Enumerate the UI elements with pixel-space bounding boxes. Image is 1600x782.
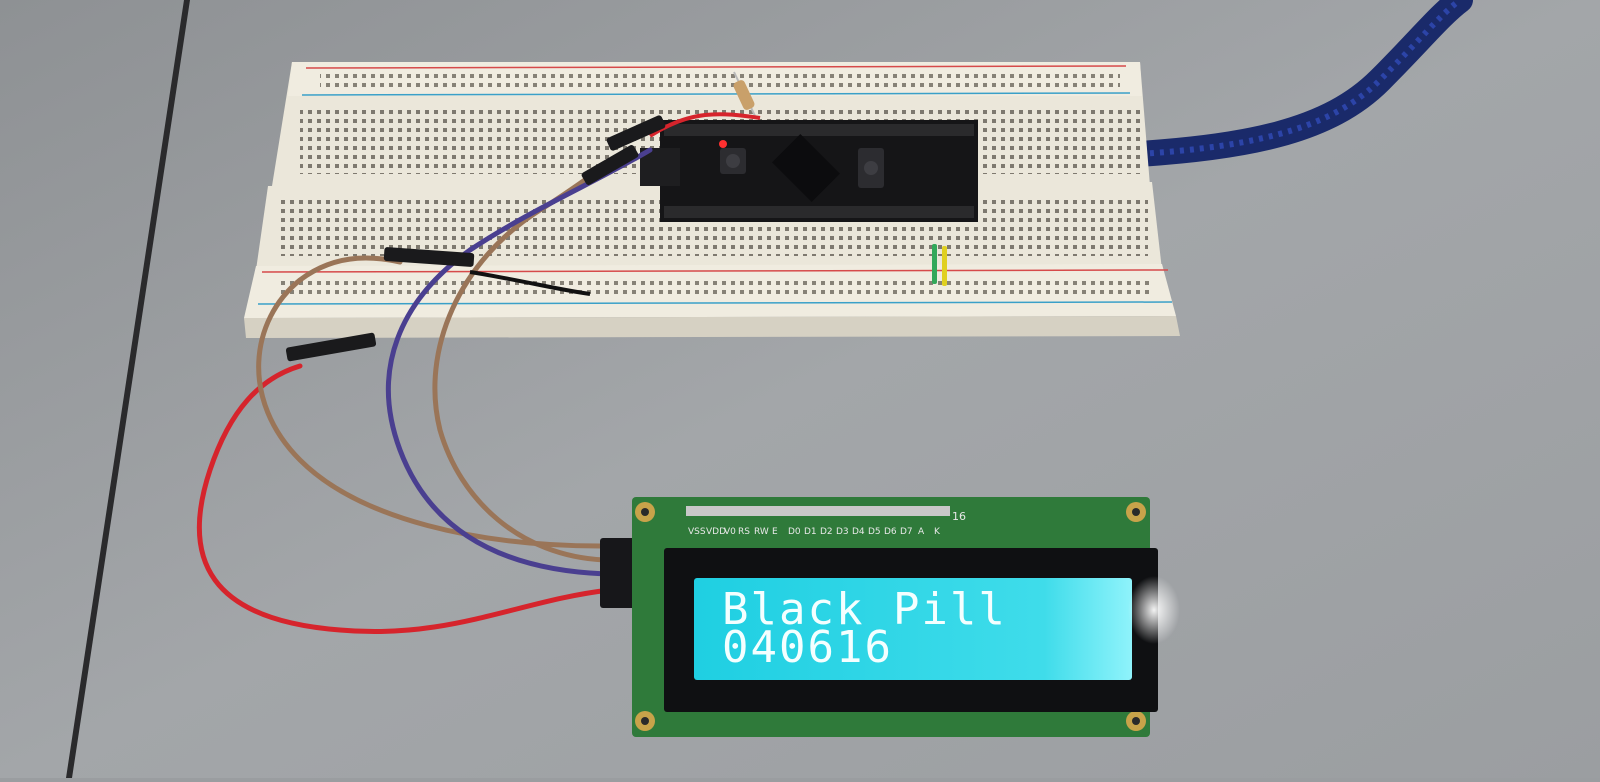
rail-blue-line-bottom: [257, 301, 1173, 305]
backlight-glare: [1128, 576, 1180, 644]
pin-label-vdd: VDD: [706, 527, 727, 537]
pin-label-d1: D1: [804, 527, 817, 537]
lcd-mount-hole-bl-inner: [641, 717, 649, 725]
lcd-pin-header: [686, 506, 950, 516]
pin-label-a: A: [918, 527, 925, 537]
button-nrst-cap: [864, 161, 878, 175]
lcd-text-line-2: 040616: [722, 622, 893, 673]
lcd-mount-hole-tr-inner: [1132, 508, 1140, 516]
pin-label-e: E: [772, 527, 778, 537]
lcd-mount-hole-br-inner: [1132, 717, 1140, 725]
jumper-green: [932, 244, 937, 284]
pin-label-rs: RS: [738, 527, 750, 537]
pin-label-v0: V0: [724, 527, 736, 537]
pin-label-d0: D0: [788, 527, 801, 537]
pin-label-d3: D3: [836, 527, 849, 537]
wire-purple: [385, 147, 653, 577]
mcu-chip: [772, 134, 840, 202]
dupont-connector-4: [606, 115, 666, 151]
pin-label-d4: D4: [852, 527, 865, 537]
rail-blue-line-top: [301, 92, 1131, 96]
button-key-cap: [726, 154, 740, 168]
wire-red: [196, 363, 613, 635]
breadboard-edge: [244, 316, 1180, 338]
pin-label-d2: D2: [820, 527, 833, 537]
pin-label-16: 16: [952, 510, 966, 523]
black-pill-header-top: [664, 124, 974, 136]
lcd-wire-connector: [600, 538, 640, 608]
dupont-connector-3: [581, 145, 639, 185]
black-pill-header-bottom: [664, 206, 974, 218]
table-seam: [66, 0, 190, 778]
wire-black-stub: [469, 270, 591, 296]
pin-label-d7: D7: [900, 527, 913, 537]
power-led: [719, 140, 727, 148]
pin-label-k: K: [934, 527, 940, 537]
lcd-mount-hole-tl-inner: [641, 508, 649, 516]
dupont-connector-2: [285, 332, 377, 362]
pin-label-vss: VSS: [688, 527, 706, 537]
rail-holes-bottom: [280, 278, 1150, 298]
pin-label-rw: RW: [754, 527, 769, 537]
rail-red-line-bottom: [261, 269, 1169, 273]
pin-label-d6: D6: [884, 527, 897, 537]
pin-label-d5: D5: [868, 527, 881, 537]
rail-red-line-top: [305, 65, 1127, 69]
usb-cable-weave: [1099, 0, 1462, 159]
jumper-yellow: [942, 246, 947, 286]
resistor-body: [733, 80, 755, 110]
lcd-text-line-1: Black Pill: [722, 584, 1007, 635]
dupont-connector-1: [383, 247, 475, 267]
rail-holes-top: [320, 72, 1120, 90]
lcd-screen: [694, 578, 1132, 680]
